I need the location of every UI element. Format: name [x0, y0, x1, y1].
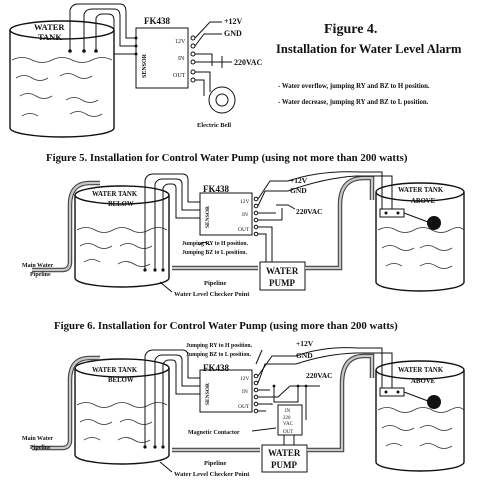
main-pipe-label-fig6-line2: Pipeline: [30, 445, 51, 451]
contactor-v2-fig6: VAC: [283, 422, 294, 427]
figure5-title: Figure 5. Installation for Control Water…: [46, 152, 408, 164]
module-label-fig5: FK438: [203, 184, 229, 194]
water-tank-above-fig6: [375, 360, 465, 472]
sensor-label-fig5: SENSOR: [205, 205, 211, 228]
supply-ac-fig4: 220VAC: [234, 58, 263, 67]
pin-12v-fig6: 12V: [240, 376, 250, 382]
magnetic-label-fig6: Magnetic Contactor: [188, 430, 240, 436]
jump-ry-fig6: Jumping RY to H position.: [186, 343, 253, 349]
supply-12v-fig4: +12V: [224, 17, 243, 26]
sensor-probes-fig6: [143, 349, 200, 449]
figure-4: WATER TANK FK438 SENSOR 12V IN OUT: [9, 3, 462, 138]
fk438-module-fig4: FK438 SENSOR 12V IN OUT: [134, 16, 189, 89]
figure4-note1: - Water overflow, jumping RY and BZ to H…: [278, 83, 430, 90]
pin-out-fig5: OUT: [238, 227, 250, 233]
tank-label-fig4-line2: TANK: [38, 32, 62, 42]
figure6-title: Figure 6. Installation for Control Water…: [54, 320, 398, 332]
tank-above-fig5-line2: ABOVE: [411, 198, 436, 205]
checker-label-fig5: Water Level Checker Point: [174, 291, 250, 298]
fk438-module-fig5: FK438 SENSOR 12V IN OUT: [199, 184, 253, 236]
jump-bz-fig5: Jumping BZ to L position.: [182, 250, 247, 256]
sensor-label-fig4: SENSOR: [142, 53, 148, 78]
jump-bz-fig6: Jumping BZ to L position.: [186, 352, 251, 358]
wiring-fig4: [190, 21, 236, 114]
sensor-label-fig6: SENSOR: [205, 382, 211, 405]
pin-in-fig6: IN: [242, 389, 248, 395]
pump-label-fig6-line1: WATER: [268, 448, 301, 458]
pin-out-fig4: OUT: [173, 73, 186, 79]
figure4-title-line1: Figure 4.: [324, 22, 377, 37]
bell-label: Electric Bell: [197, 122, 231, 129]
pump-label-fig5-line2: PUMP: [269, 278, 295, 288]
tank-above-fig6-line1: WATER TANK: [398, 367, 444, 374]
main-pipe-label-fig6-line1: Main Water: [22, 436, 53, 442]
pin-out-fig6: OUT: [238, 404, 250, 410]
float-switch-fig6: [379, 387, 441, 409]
water-pump-fig6: WATER PUMP: [261, 444, 308, 473]
pin-in-fig5: IN: [242, 212, 248, 218]
contactor-in-fig6: IN: [285, 409, 291, 414]
pipeline-label-fig6: Pipeline: [204, 460, 227, 467]
supply-ac-fig6: 220VAC: [306, 371, 333, 380]
figure4-note2: - Water decrease, jumping RY and BZ to L…: [278, 99, 429, 106]
pin-12v-fig4: 12V: [175, 39, 186, 45]
fk438-module-fig6: FK438 SENSOR 12V IN OUT: [199, 363, 253, 413]
pin-in-fig4: IN: [178, 56, 185, 62]
wiring-fig5: [198, 180, 296, 262]
pipeline-label-fig5: Pipeline: [204, 280, 227, 287]
wiring-fig6: [253, 355, 320, 420]
float-switch-fig5: [379, 208, 441, 230]
module-label-fig6: FK438: [203, 363, 229, 373]
sensor-probes-fig4: [68, 3, 136, 55]
tank-below-fig6-line1: WATER TANK: [92, 367, 138, 374]
main-pipe-label-fig5-line1: Main Water: [22, 263, 53, 269]
figure4-title-line2: Installation for Water Level Alarm: [276, 42, 462, 56]
tank-above-fig6-line2: ABOVE: [411, 378, 436, 385]
supply-12v-fig6: +12V: [296, 339, 314, 348]
supply-12v-fig5: +12V: [290, 176, 308, 185]
water-pump-fig5: WATER PUMP: [259, 261, 306, 291]
pump-label-fig5-line1: WATER: [266, 266, 299, 276]
checker-label-fig6: Water Level Checker Point: [174, 471, 250, 478]
water-tank-below-fig6: [74, 358, 170, 465]
supply-gnd-fig6: GND: [296, 351, 313, 360]
contactor-v1-fig6: 220: [283, 416, 291, 421]
supply-ac-fig5: 220VAC: [296, 207, 323, 216]
pump-label-fig6-line2: PUMP: [271, 460, 297, 470]
tank-below-fig6-line2: BELOW: [108, 377, 134, 384]
tank-below-fig5-line2: BELOW: [108, 201, 134, 208]
main-pipe-label-fig5-line2: Pipeline: [30, 272, 51, 278]
pipeline-fig5-up: [305, 175, 375, 271]
tank-label-fig4-line1: WATER: [34, 22, 65, 32]
module-label-fig4: FK438: [144, 16, 170, 26]
tank-below-fig5-line1: WATER TANK: [92, 191, 138, 198]
main-pipe-fig5: [32, 180, 100, 273]
contactor-out-fig6: OUT: [283, 430, 293, 435]
figure-5: WATER TANK BELOW Main Water Pipeline FK4…: [22, 171, 465, 298]
sensor-probes-fig5: [143, 173, 200, 272]
figure-6: WATER TANK BELOW Main Water Pipeline FK4…: [22, 339, 465, 478]
water-tank-above-fig5: [375, 182, 465, 292]
tank-above-fig5-line1: WATER TANK: [398, 187, 444, 194]
water-tank-fig4: [9, 20, 115, 138]
pin-12v-fig5: 12V: [240, 199, 250, 205]
jump-ry-fig5: Jumping RY to H position.: [182, 241, 249, 247]
magnetic-contactor-fig6: IN 220 VAC OUT: [277, 404, 303, 436]
supply-gnd-fig4: GND: [224, 29, 242, 38]
supply-gnd-fig5: GND: [290, 186, 307, 195]
